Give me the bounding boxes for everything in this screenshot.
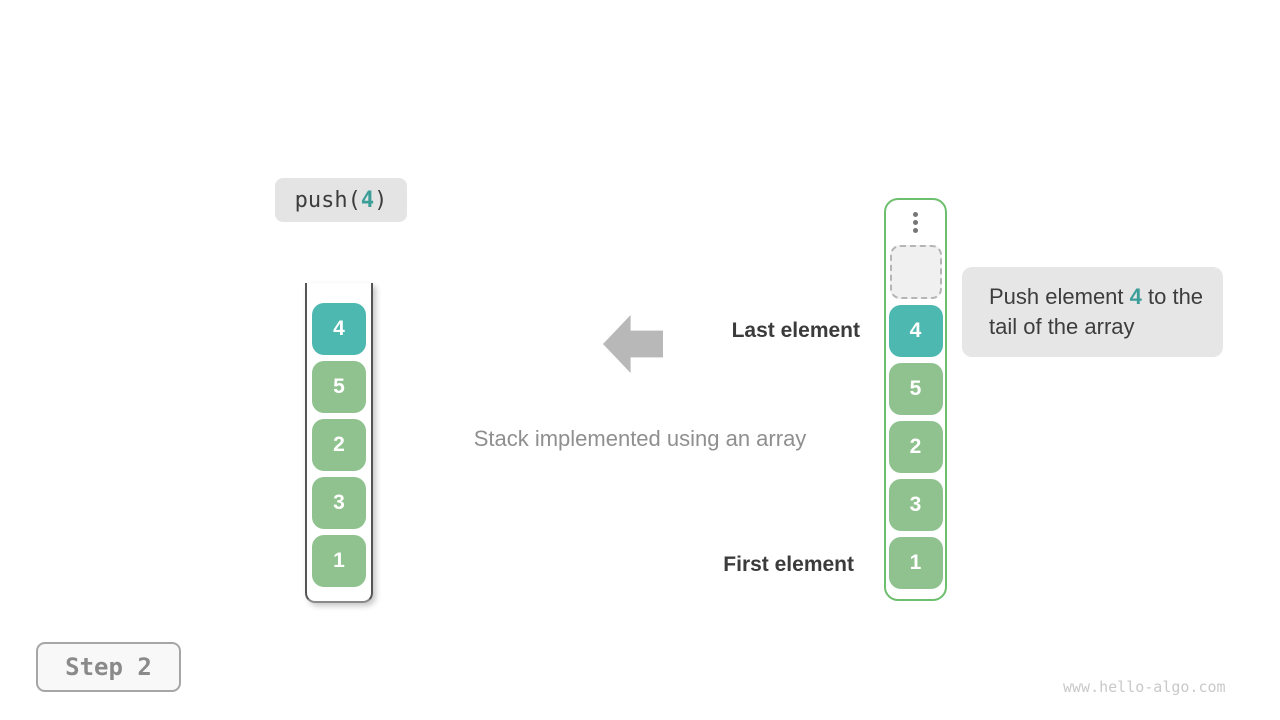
push-operation-label: push(4) (275, 178, 407, 222)
stack-cell: 2 (312, 419, 366, 471)
push-prefix: push( (294, 187, 361, 213)
stack-cell: 5 (312, 361, 366, 413)
array-cell: 3 (888, 479, 943, 531)
array-cell: 5 (888, 363, 943, 415)
push-tooltip: Push element 4 to the tail of the array (962, 267, 1223, 357)
array-container: 4 5 2 3 1 (884, 198, 947, 601)
vertical-ellipsis-icon (913, 212, 918, 233)
stack-cell: 3 (312, 477, 366, 529)
stack-cell: 4 (312, 303, 366, 355)
array-cell: 2 (888, 421, 943, 473)
ellipsis-dot (913, 220, 918, 225)
empty-slot (889, 245, 942, 299)
tooltip-value: 4 (1129, 284, 1142, 309)
label-last-element: Last element (731, 319, 860, 342)
push-argument: 4 (360, 187, 375, 213)
stack-cell: 1 (312, 535, 366, 587)
tooltip-prefix: Push element (989, 284, 1130, 309)
array-cell: 1 (888, 537, 943, 589)
ellipsis-dot (913, 212, 918, 217)
ellipsis-dot (913, 228, 918, 233)
array-cell: 4 (888, 305, 943, 357)
push-suffix: ) (374, 187, 388, 213)
array-cells: 4 5 2 3 1 (888, 305, 943, 589)
tooltip-suffix: to the tail of the array (989, 284, 1204, 339)
stack-cells: 4 5 2 3 1 (312, 303, 366, 587)
stack-container: 4 5 2 3 1 (305, 283, 373, 603)
step-badge: Step 2 (36, 642, 181, 692)
label-first-element: First element (723, 553, 854, 576)
diagram-caption: Stack implemented using an array (473, 426, 807, 451)
watermark: www.hello-algo.com (1063, 678, 1226, 696)
